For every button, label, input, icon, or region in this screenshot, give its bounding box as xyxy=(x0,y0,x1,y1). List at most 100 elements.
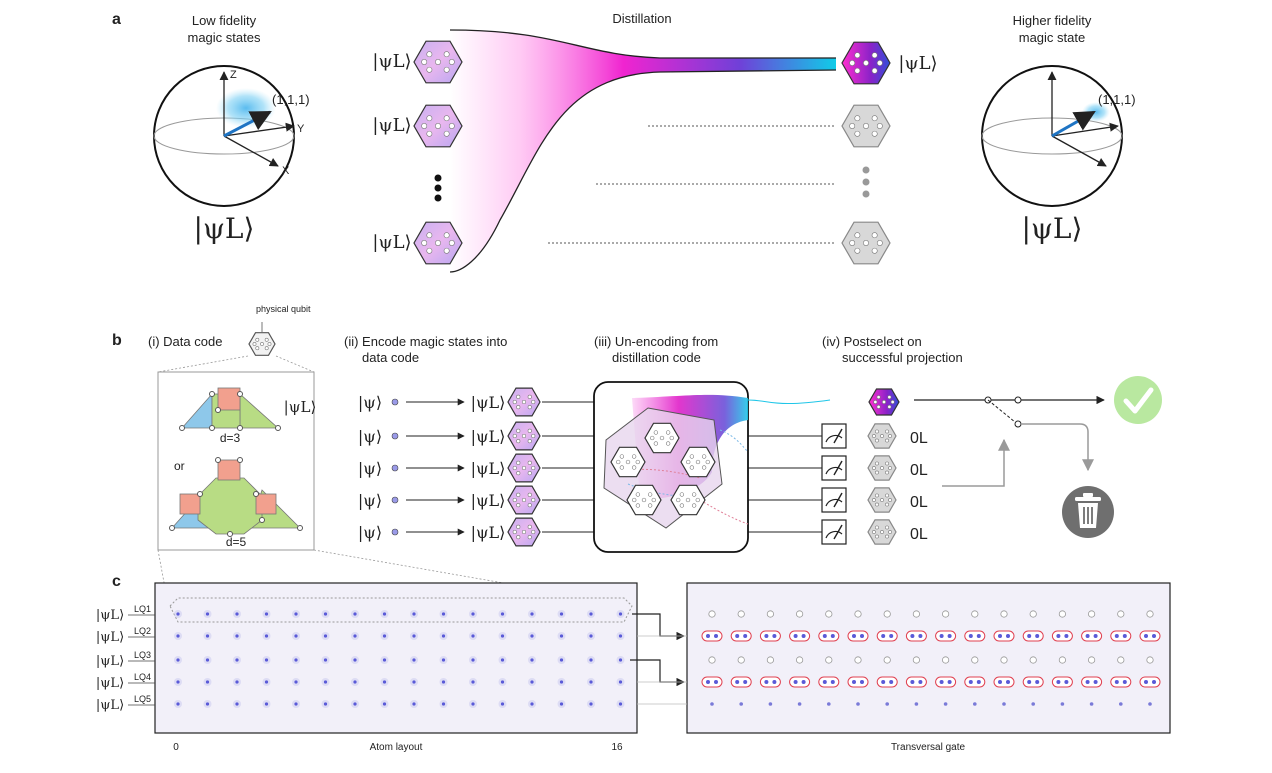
atom-core xyxy=(998,634,1002,638)
atom-core xyxy=(176,612,180,616)
atom-core xyxy=(500,680,505,684)
atom-core xyxy=(830,634,835,638)
atom-core xyxy=(471,612,475,616)
input-magic-states xyxy=(413,40,463,265)
gate-pair xyxy=(818,630,840,642)
empty-site xyxy=(1117,656,1125,664)
empty-site xyxy=(912,656,921,664)
gate-pair xyxy=(759,676,781,688)
atom-core xyxy=(294,634,298,638)
atom-core xyxy=(471,658,475,662)
empty-site xyxy=(1058,656,1067,664)
vector-label-right: (1,1,1) xyxy=(1098,92,1136,107)
hexagon-qubit-icon xyxy=(867,455,897,481)
atom-core xyxy=(743,680,748,684)
atom-core xyxy=(471,702,475,706)
gate-pair xyxy=(876,630,898,642)
transversal-gate-panel xyxy=(686,582,1171,734)
atom-core xyxy=(830,680,835,684)
atom-core xyxy=(205,702,210,706)
step-1-label: (i) Data code xyxy=(148,334,222,349)
atom-core xyxy=(1152,680,1156,684)
empty-site xyxy=(854,610,862,618)
distillation-funnel xyxy=(450,30,836,272)
atom-core xyxy=(1089,702,1094,706)
atom-core xyxy=(860,634,864,638)
atom-core xyxy=(530,680,534,684)
lq-state-label: |ψL⟩ xyxy=(96,676,124,691)
atom-core xyxy=(205,612,210,616)
empty-site xyxy=(854,656,862,664)
atom-core xyxy=(1064,634,1069,638)
atom-core xyxy=(914,702,919,706)
gate-pair xyxy=(847,630,869,642)
gate-pair xyxy=(1110,676,1132,688)
atom-core xyxy=(471,680,475,684)
atom-core xyxy=(176,634,180,638)
hexagon-qubit-icon xyxy=(841,41,891,85)
lq1-highlight xyxy=(169,597,633,623)
atom-core xyxy=(500,658,505,662)
atom-core xyxy=(852,634,856,638)
empty-site xyxy=(1146,656,1154,664)
gate-pair xyxy=(1051,630,1073,642)
atom-core xyxy=(618,680,623,684)
empty-site xyxy=(1117,610,1125,618)
hexagon-qubit-icon xyxy=(680,446,716,478)
atom-core xyxy=(973,702,977,706)
atom-grid-left xyxy=(174,610,625,708)
hexagon-qubit-icon xyxy=(867,487,897,513)
gate-pair xyxy=(1081,630,1103,642)
input-qubit-dot xyxy=(391,432,399,440)
data-code-hexagon xyxy=(248,332,276,356)
atom-core xyxy=(793,680,798,684)
step-2-line2: data code xyxy=(362,350,419,365)
atom-core xyxy=(1152,634,1156,638)
transversal-gate-caption: Transversal gate xyxy=(891,742,966,753)
axis-end-label: 16 xyxy=(611,742,623,753)
empty-site xyxy=(708,610,716,618)
atom-core xyxy=(1006,634,1010,638)
lq-state-label: |ψL⟩ xyxy=(96,630,124,645)
atom-core xyxy=(889,680,894,684)
input-ellipsis xyxy=(434,174,442,202)
atom-grid-right xyxy=(701,610,1161,706)
encode-row: |ψ⟩|ψL⟩0L xyxy=(358,453,928,483)
atom-core xyxy=(889,634,894,638)
encoded-state-label: |ψL⟩ xyxy=(471,393,506,412)
right-title-line2: magic state xyxy=(1019,30,1085,45)
atom-core xyxy=(822,634,827,638)
panel-a-letter: a xyxy=(112,11,121,28)
atom-core xyxy=(412,702,416,706)
atom-core xyxy=(764,634,769,638)
atom-core xyxy=(530,612,534,616)
atom-core xyxy=(1093,634,1098,638)
atom-core xyxy=(1027,634,1032,638)
empty-site xyxy=(1146,610,1154,618)
atom-core xyxy=(1144,634,1148,638)
atom-core xyxy=(860,680,864,684)
gate-pair xyxy=(1139,630,1161,642)
gate-pair xyxy=(1051,676,1073,688)
input-state-label-2: |ψL⟩ xyxy=(372,115,411,136)
empty-site xyxy=(1000,656,1008,664)
atom-core xyxy=(1122,680,1127,684)
atom-core xyxy=(918,634,923,638)
axis-z-left: Z xyxy=(230,69,237,81)
atom-core xyxy=(947,680,952,684)
lq-label: LQ2 xyxy=(134,626,151,636)
hexagon-qubit-icon xyxy=(626,484,662,516)
bloch-sphere-left: Z Y X (1,1,1) |ψL⟩ xyxy=(153,65,310,245)
atom-core xyxy=(1119,702,1123,706)
output-state-label: |ψL⟩ xyxy=(898,53,937,74)
empty-site xyxy=(795,656,804,664)
atom-core xyxy=(559,702,564,706)
atom-core xyxy=(264,612,269,616)
empty-site xyxy=(1088,656,1096,664)
atom-core xyxy=(976,634,981,638)
data-code-state-label: |ψL⟩ xyxy=(284,398,317,416)
lq-label: LQ1 xyxy=(134,604,151,614)
gate-pair xyxy=(1022,676,1044,688)
atom-core xyxy=(471,634,475,638)
